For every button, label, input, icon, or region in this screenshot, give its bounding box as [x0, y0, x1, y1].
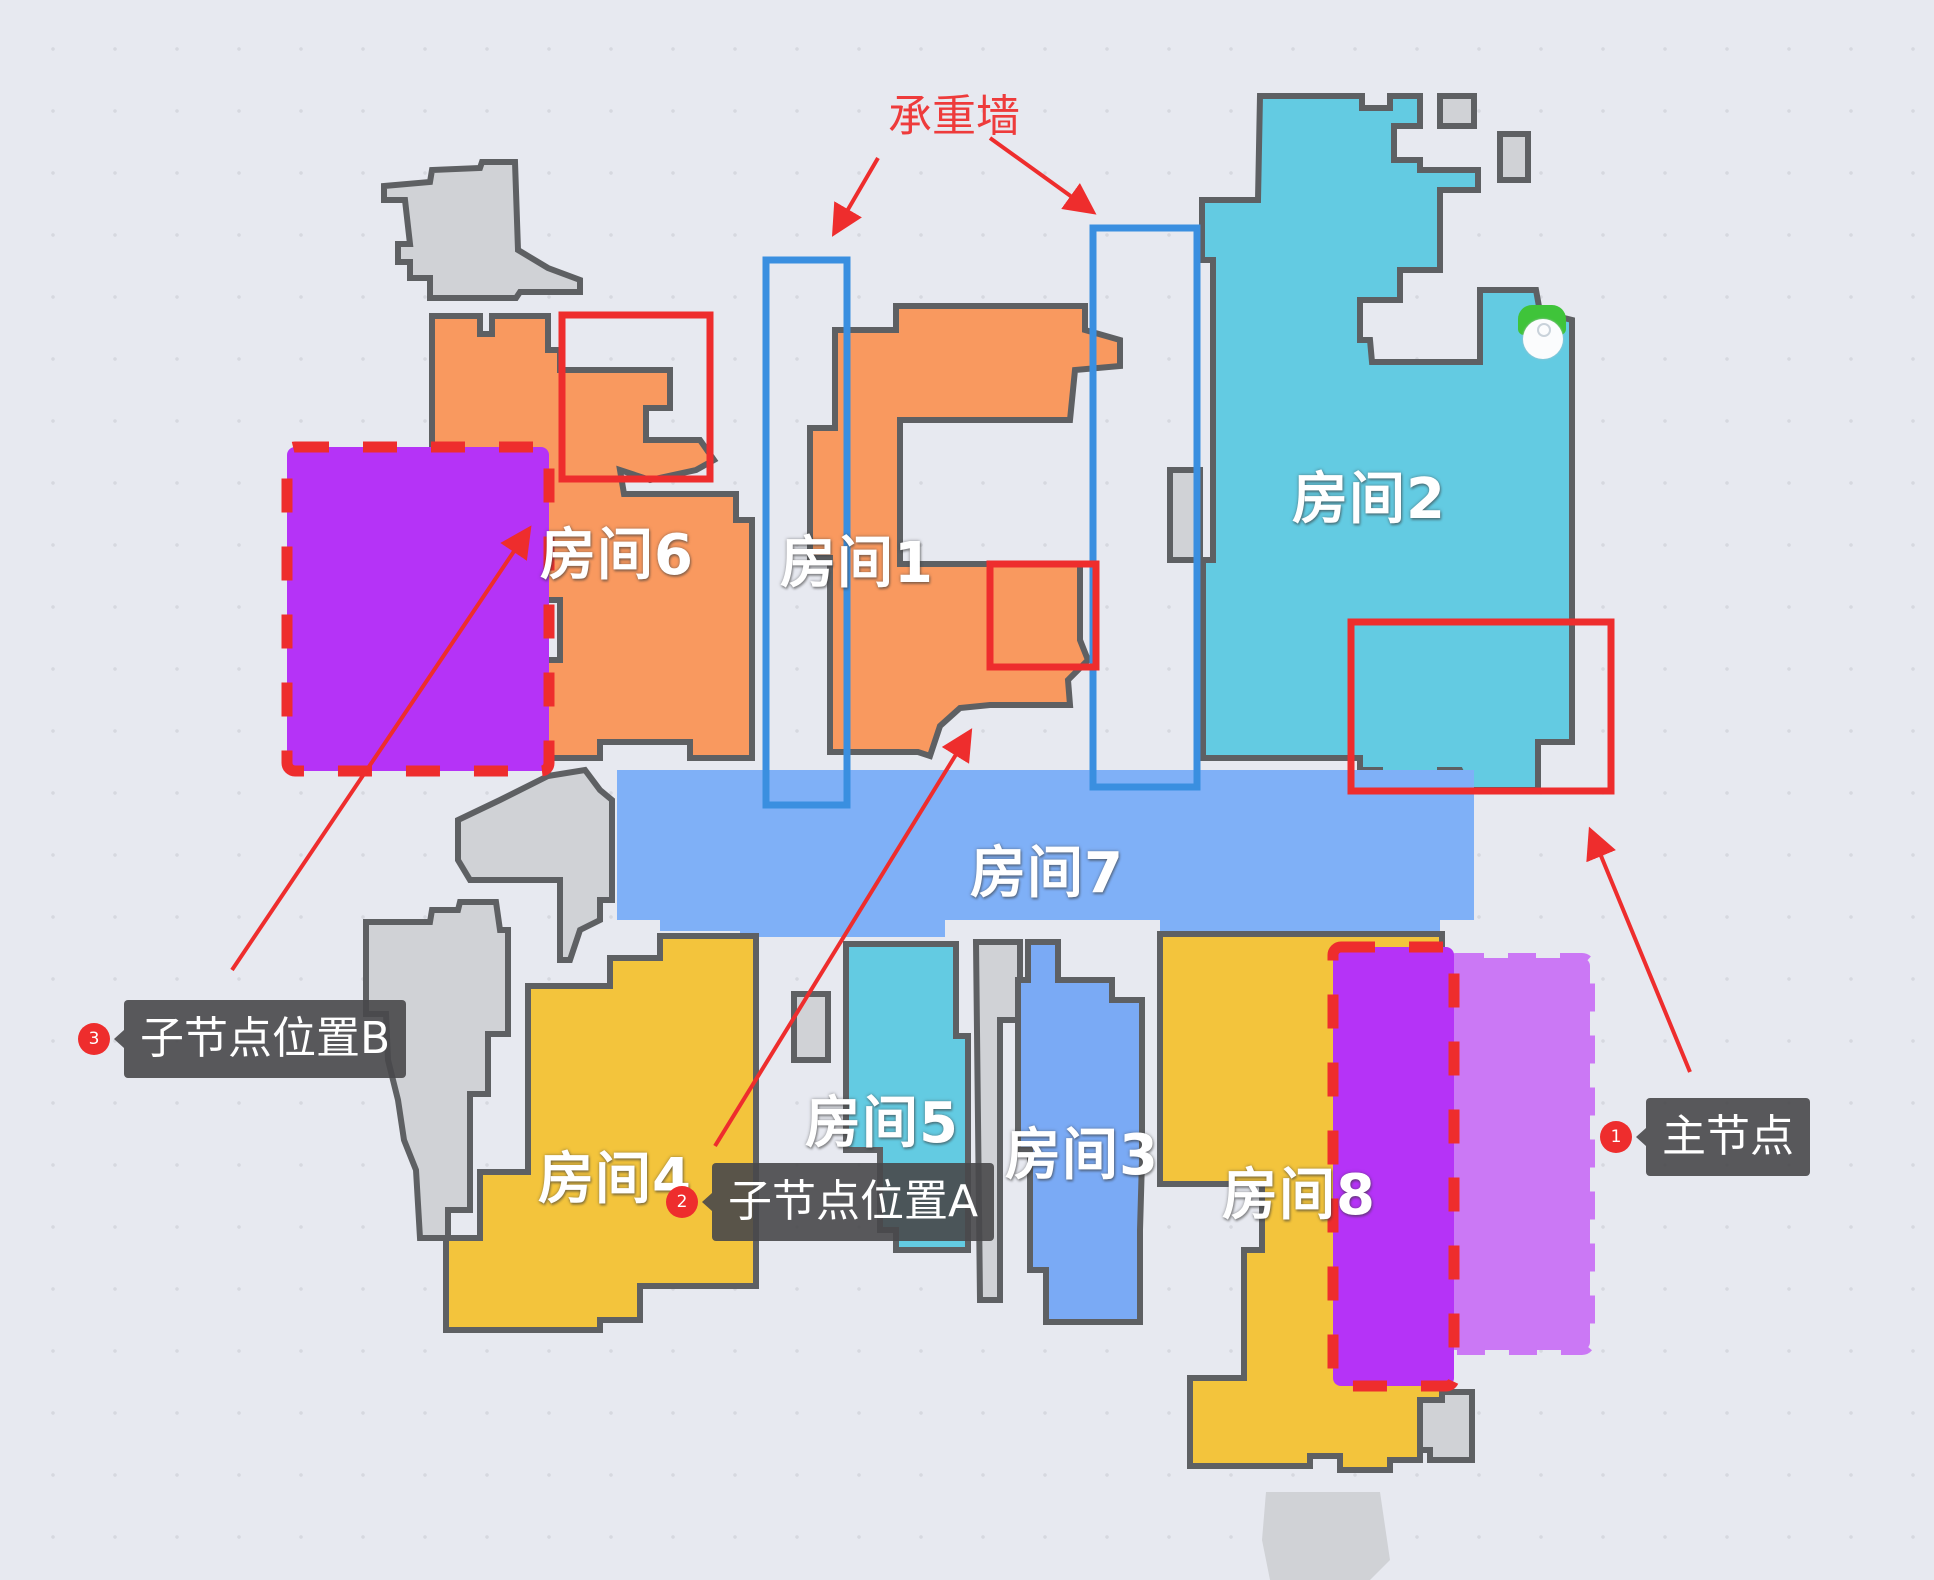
room-6-label: 房间6: [540, 523, 694, 588]
main-node-area-light: [1443, 953, 1595, 1355]
arrow-to-wall-box-1: [831, 156, 880, 237]
unassigned-area-left-mid: [455, 766, 615, 963]
callout-node-a: 2 子节点位置A: [666, 1163, 995, 1241]
callout-label-node-a: 子节点位置A: [701, 1163, 995, 1241]
node-b-area: [281, 441, 555, 777]
arrow-to-wall-box-2: [988, 136, 1097, 215]
callout-label-main-node: 主节点: [1636, 1098, 1810, 1176]
room-4-area: [443, 933, 759, 1333]
load-bearing-wall-box-1: [762, 256, 851, 809]
unassigned-area-left: [363, 899, 511, 1241]
unassigned-area-top-right-2: [1497, 131, 1531, 183]
unassigned-area-room5-left: [791, 991, 831, 1063]
highlight-box-room6: [558, 311, 714, 483]
room-3-area: [1015, 939, 1145, 1325]
unassigned-area-bottom: [1262, 1492, 1390, 1580]
room-3-label: 房间3: [1005, 1123, 1159, 1188]
room-7-label: 房间7: [970, 841, 1124, 906]
highlight-box-room1: [986, 560, 1100, 671]
callout-badge-2: 2: [666, 1186, 698, 1218]
callout-node-b: 3 子节点位置B: [78, 1000, 407, 1078]
main-node-area: [1327, 941, 1460, 1392]
robot-body: [1523, 319, 1563, 359]
robot-vacuum-icon[interactable]: [1518, 305, 1566, 365]
room-7-area: [617, 770, 1474, 937]
unassigned-area-top-right-1: [1437, 93, 1477, 129]
callout-main-node: 1 主节点: [1600, 1098, 1810, 1176]
load-bearing-wall-label: 承重墙: [888, 91, 1020, 142]
room-6-area: [429, 313, 755, 761]
arrow-to-main-node: [1586, 826, 1692, 1073]
highlight-box-room2: [1347, 618, 1615, 795]
callout-label-node-b: 子节点位置B: [113, 1000, 407, 1078]
room-5-label: 房间5: [805, 1091, 959, 1156]
room-1-label: 房间1: [780, 531, 934, 596]
room-2-label: 房间2: [1292, 467, 1446, 532]
callout-badge-3: 3: [78, 1023, 110, 1055]
room-8-label: 房间8: [1222, 1163, 1376, 1228]
load-bearing-wall-box-2: [1089, 224, 1201, 791]
room-4-label: 房间4: [538, 1147, 692, 1212]
arrow-to-node-b: [230, 525, 532, 972]
room-2-area: [1199, 93, 1575, 793]
arrow-to-node-a: [713, 728, 973, 1148]
unassigned-area-top-left: [381, 159, 583, 301]
callout-badge-1: 1: [1600, 1121, 1632, 1153]
room-1-area: [807, 303, 1123, 760]
